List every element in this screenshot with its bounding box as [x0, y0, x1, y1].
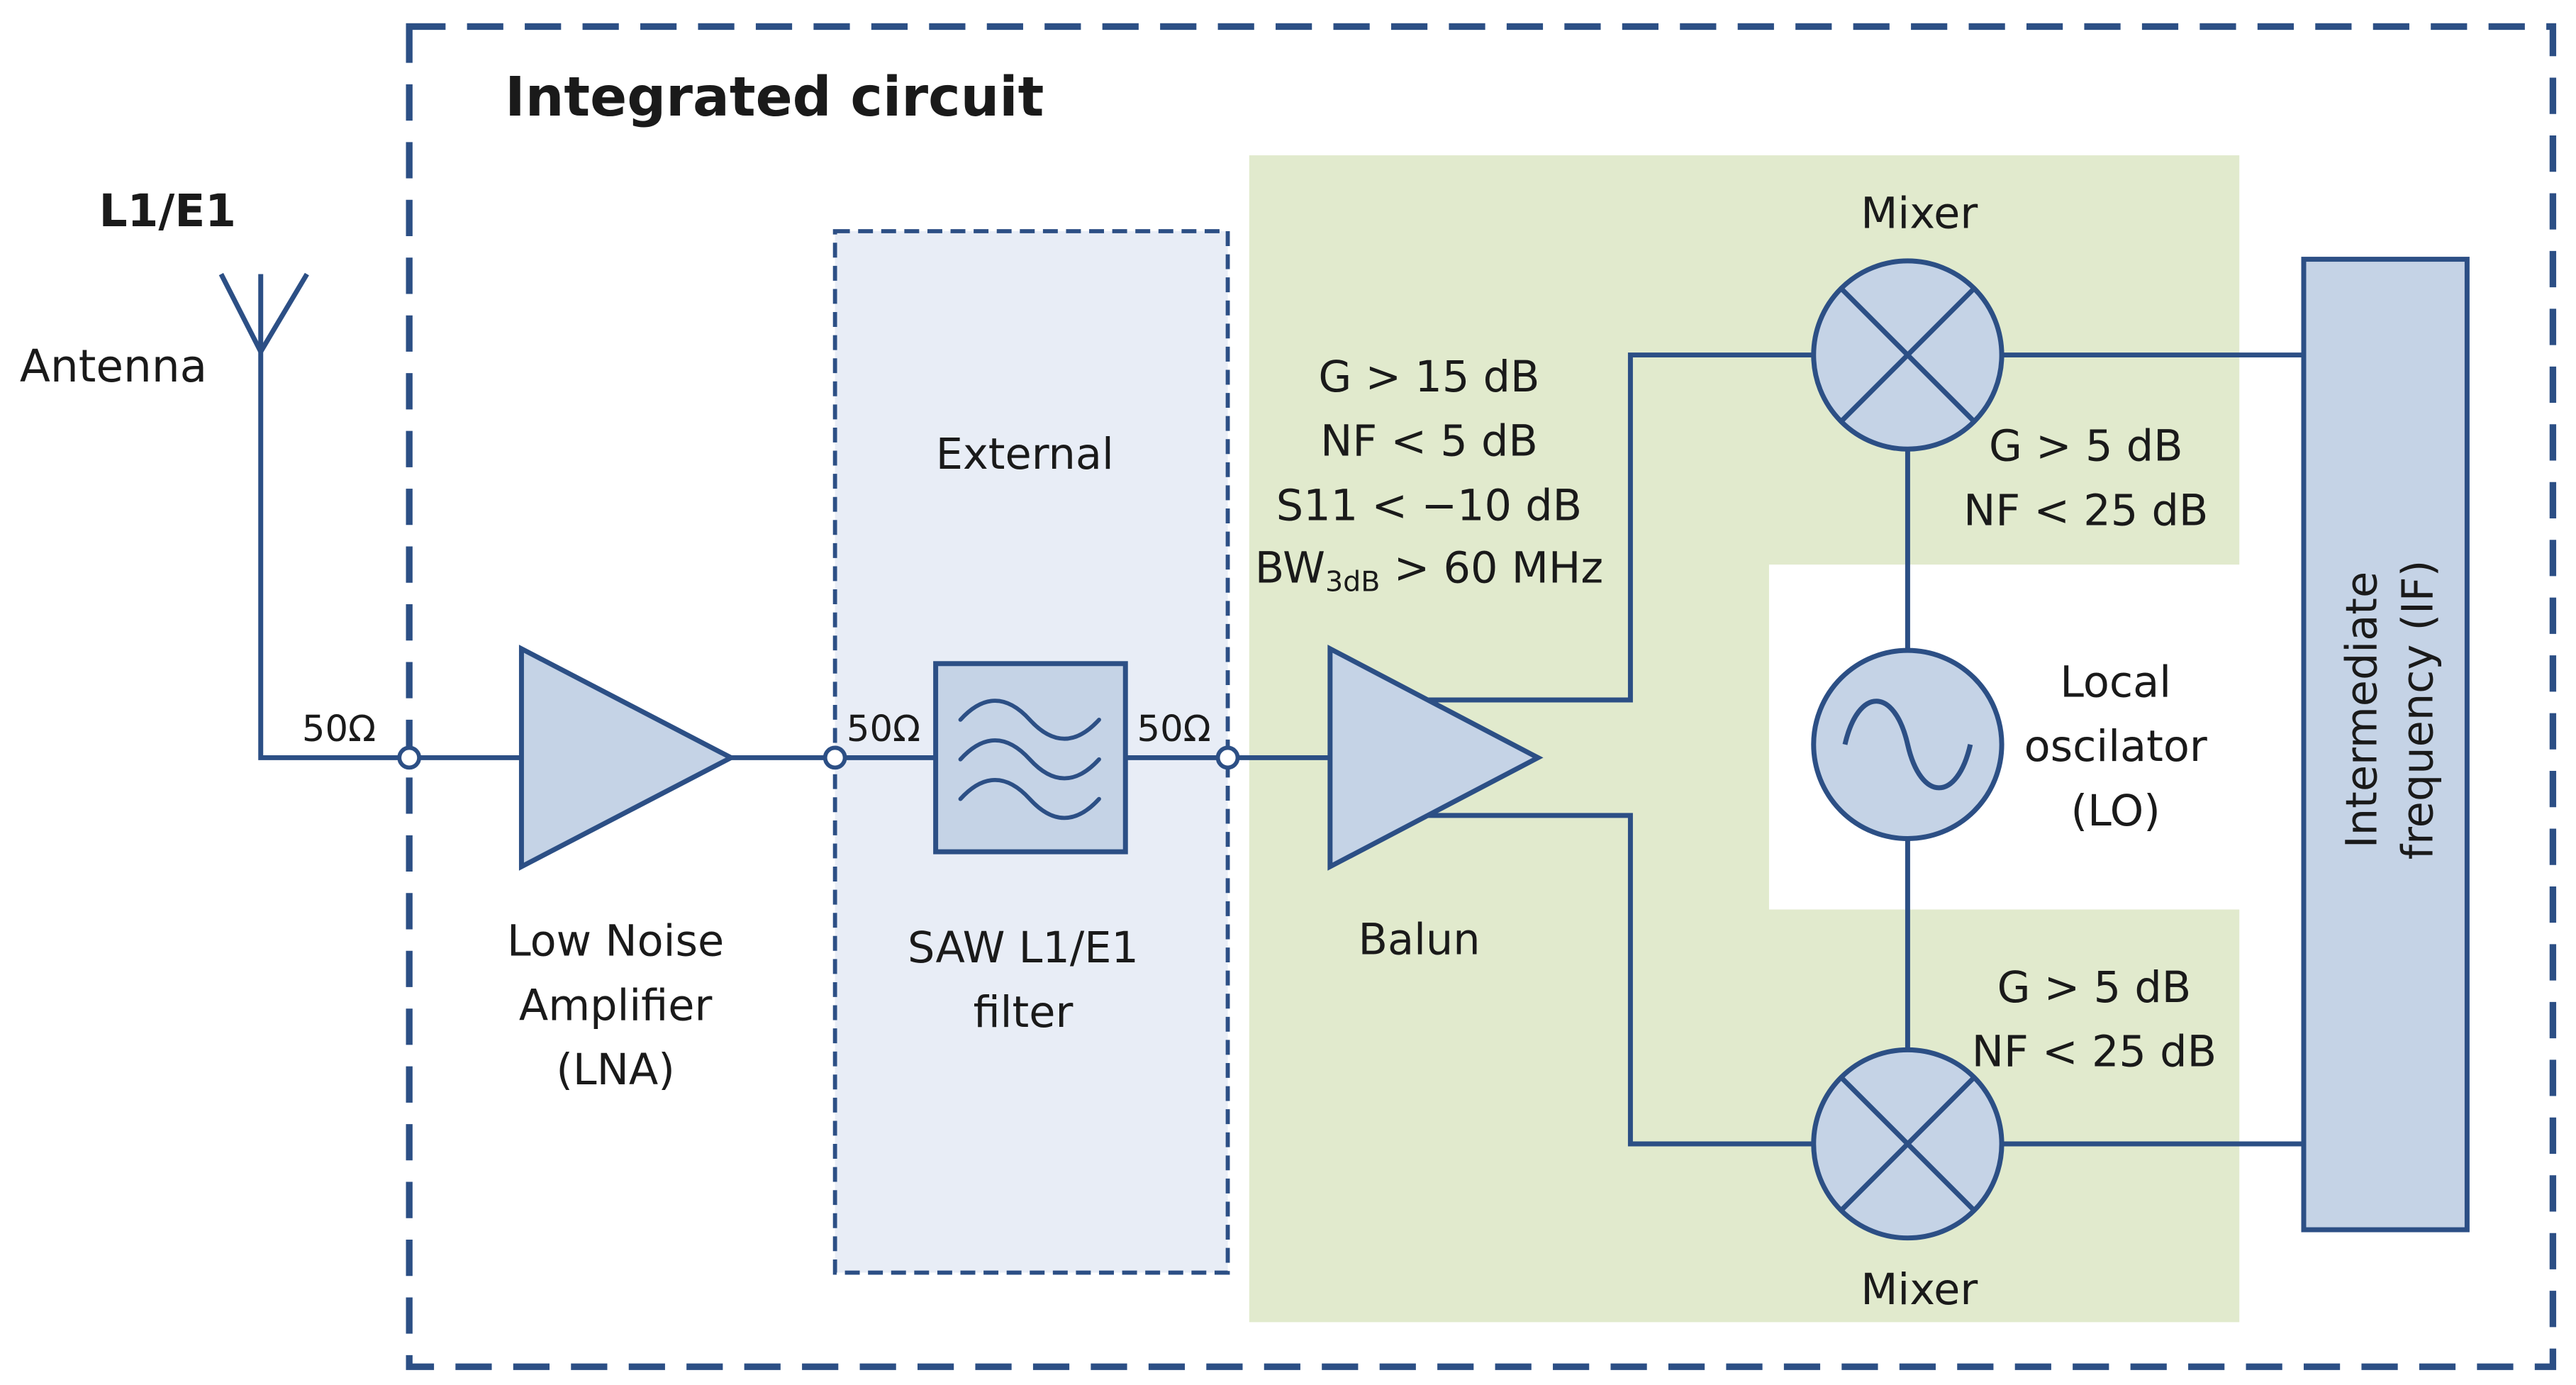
- antenna-icon: [218, 272, 309, 353]
- balun-bw-main: BW: [1255, 544, 1325, 594]
- lo-label-line1: Local: [2060, 657, 2171, 707]
- band-label: L1/E1: [99, 185, 236, 237]
- balun-label: Balun: [1358, 915, 1480, 964]
- balun-bw-rest: > 60 MHz: [1380, 544, 1603, 594]
- mixer-top-nf-spec: NF < 25 dB: [1963, 486, 2208, 535]
- saw-label-line1: SAW L1/E1: [908, 923, 1139, 973]
- balun-s11-spec: S11 < −10 dB: [1276, 481, 1582, 530]
- mixer-bottom-label: Mixer: [1861, 1265, 1978, 1315]
- integrated-circuit-title: Integrated circuit: [505, 66, 1044, 129]
- if-label-line2: frequency (IF): [2394, 560, 2443, 860]
- lo-label-line3: (LO): [2070, 786, 2160, 836]
- impedance-label-saw-out: 50Ω: [1137, 708, 1211, 750]
- antenna-label: Antenna: [20, 340, 207, 392]
- external-label: External: [936, 430, 1114, 479]
- balun-amplifier-icon: [1327, 645, 1544, 871]
- mixer-top-icon: [1811, 258, 2005, 452]
- mixer-top-gain-spec: G > 5 dB: [1989, 422, 2183, 472]
- impedance-label-saw-in: 50Ω: [847, 708, 920, 750]
- lna-label-line2: Amplifier: [519, 981, 713, 1030]
- if-label: Intermediate frequency (IF): [2337, 560, 2443, 860]
- wires: [258, 351, 2304, 1147]
- wire-balun-to-mixer-top: [1415, 352, 1812, 703]
- balun-nf-spec: NF < 5 dB: [1320, 417, 1538, 467]
- mixer-bottom-gain-spec: G > 5 dB: [1997, 963, 2192, 1013]
- port-terminal-saw-output: [1215, 745, 1240, 770]
- balun-bw-spec: BW3dB > 60 MHz: [1255, 544, 1603, 599]
- mixer-bottom-icon: [1811, 1047, 2005, 1241]
- antenna-feed-wire: [258, 351, 401, 760]
- mixer-top-label: Mixer: [1861, 189, 1978, 238]
- saw-label-line2: filter: [974, 988, 1074, 1038]
- balun-bw-subscript: 3dB: [1325, 565, 1380, 598]
- integrated-circuit-boundary: [406, 23, 2557, 1370]
- port-terminal-antenna: [397, 745, 422, 770]
- lna-amplifier-icon: [518, 645, 737, 871]
- if-block: [2301, 257, 2470, 1233]
- impedance-label-antenna: 50Ω: [302, 708, 376, 750]
- port-terminal-saw-input: [823, 745, 847, 770]
- ic-shaded-region: [1249, 155, 2240, 1323]
- wire-balun-to-mixer-bottom: [1415, 813, 1812, 1147]
- balun-gain-spec: G > 15 dB: [1318, 352, 1539, 402]
- lna-label-line3: (LNA): [556, 1045, 675, 1095]
- local-oscillator-icon: [1811, 647, 2005, 841]
- saw-filter-icon: [933, 661, 1128, 855]
- if-label-line1: Intermediate: [2337, 572, 2387, 848]
- mixer-bottom-nf-spec: NF < 25 dB: [1972, 1028, 2217, 1077]
- lna-label-line1: Low Noise: [507, 917, 724, 967]
- lo-label-line2: oscilator: [2024, 722, 2207, 772]
